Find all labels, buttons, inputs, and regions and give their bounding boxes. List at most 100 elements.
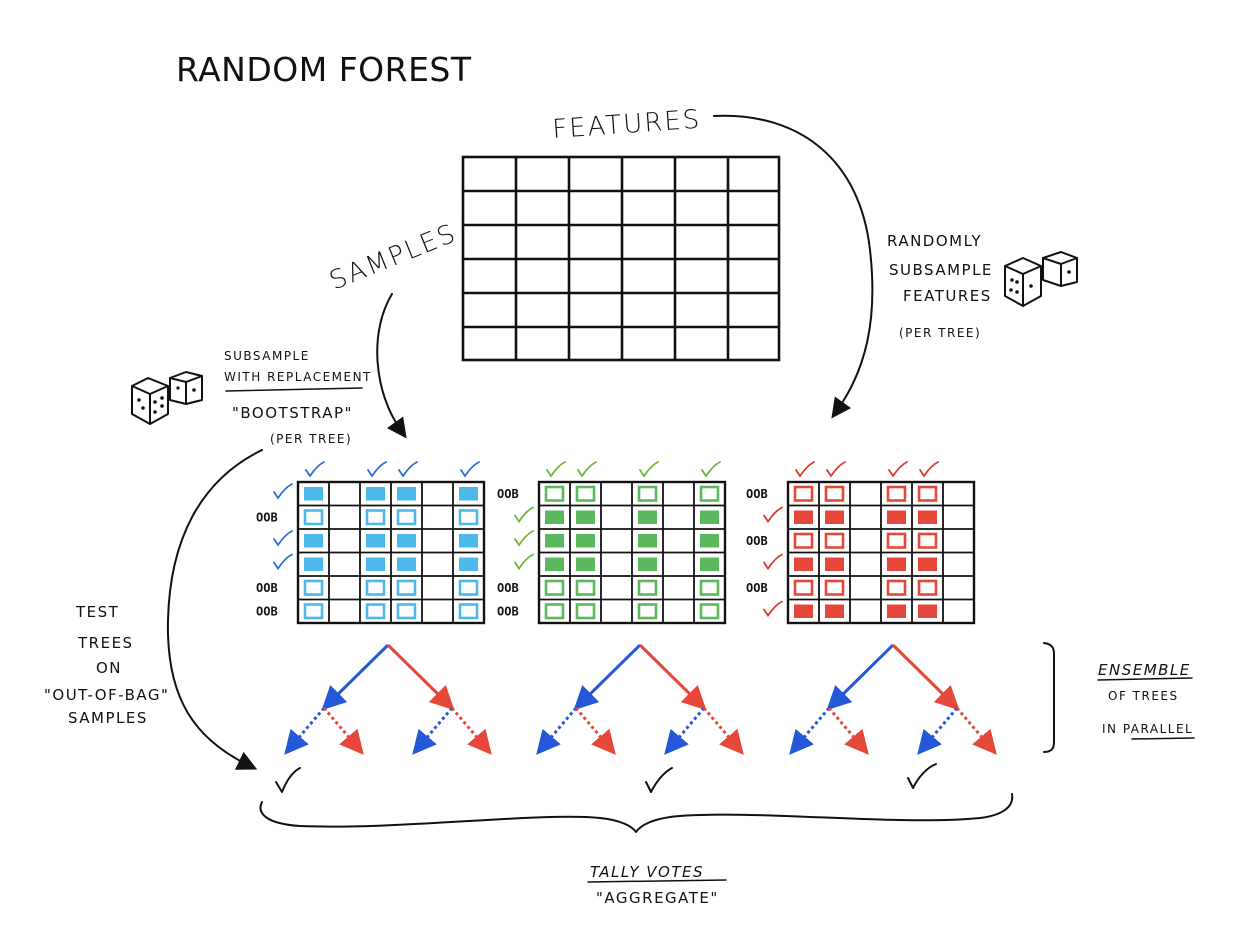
sampled-cell [366,557,385,571]
oob-row-label: OOB [746,581,768,595]
sample-check-icon [514,553,534,571]
tree-leaf-branch [284,707,326,755]
samples-oob-label: SAMPLES [68,709,148,727]
feature-check-icon [888,461,908,478]
oob-cell [396,579,417,596]
sampled-cell [825,510,844,524]
sampled-cell [397,557,416,571]
oob-cell [458,579,479,596]
feature-check-icon [795,461,815,478]
on-label: ON [96,659,122,677]
tree-right-branch [891,643,960,711]
decision-tree-1 [284,643,492,755]
features-right-label: FEATURES [903,287,992,305]
sampled-cell [459,487,478,501]
oob-cell [699,485,720,502]
sampled-cell [700,557,719,571]
ensemble-underline [1097,677,1193,681]
sampled-cell [638,557,657,571]
sample-check-icon [763,506,783,524]
oob-cell [793,532,814,549]
page-title: RANDOM FOREST [176,50,472,89]
features-label: FEATURES [551,105,702,145]
features-arrow [713,114,874,419]
sampled-cell [825,604,844,618]
oob-cell [544,579,565,596]
oob-row-label: OOB [256,605,278,619]
dice-right-icon [1004,251,1078,307]
oob-row-label: OOB [256,581,278,595]
oob-row-label: OOB [497,581,519,595]
sampled-cell [397,487,416,501]
out-of-bag-label: "OUT-OF-BAG" [44,686,169,704]
sample-check-icon [763,600,783,618]
sampled-cell [545,510,564,524]
tree-leaf-branch [664,707,706,755]
sample-check-icon [273,530,293,547]
oob-cell [637,579,658,596]
sampled-cell [700,534,719,548]
oob-cell [917,532,938,549]
tree-leaf-branch [574,707,616,755]
tree-left-branch [573,643,642,711]
sampled-cell [918,557,937,571]
oob-cell [458,603,479,620]
oob-cell [303,603,324,620]
feature-check-icon [701,461,721,478]
sampled-cell [794,604,813,618]
sampled-cell [304,487,323,501]
sampled-cell [887,604,906,618]
oob-cell [544,603,565,620]
sampled-cell [366,487,385,501]
sampled-cell [304,557,323,571]
feature-check-icon [577,461,597,478]
oob-cell [699,579,720,596]
tree-leaf-branch [702,707,744,755]
tree-leaf-branch [917,707,959,755]
sample-check-icon [514,530,534,547]
sampled-cell [459,534,478,548]
oob-row-label: OOB [497,605,519,619]
feature-check-icon [460,461,480,478]
per-tree-right-label: (PER TREE) [899,326,981,340]
sampled-cell [918,604,937,618]
subsample-label: SUBSAMPLE [224,349,310,363]
oob-cell [303,509,324,526]
sample-check-icon [273,483,293,500]
sampled-cell [700,510,719,524]
oob-cell [886,579,907,596]
ensemble-bracket [1043,642,1055,753]
decision-tree-2 [536,643,744,755]
in-parallel-label: IN PARALLEL [1102,722,1193,736]
oob-cell [637,603,658,620]
oob-cell [793,485,814,502]
feature-check-icon [367,461,387,478]
sampled-cell [576,534,595,548]
feature-check-icon [639,461,659,478]
samples-arrow [376,293,407,439]
oob-cell [396,509,417,526]
oob-cell [699,603,720,620]
sampled-cell [366,534,385,548]
sampled-cell [794,510,813,524]
decision-tree-3 [789,643,997,755]
sample-check-icon [273,553,293,571]
vote-check-icon-1 [275,767,301,793]
sample-check-icon [763,553,783,571]
sampled-cell [794,557,813,571]
oob-cell [824,485,845,502]
tree-leaf-branch [412,707,454,755]
oob-cell [886,532,907,549]
dataset-grid [461,155,781,362]
oob-row-label: OOB [497,487,519,501]
oob-cell [303,579,324,596]
sampled-cell [825,557,844,571]
feature-check-icon [305,461,325,478]
tree-leaf-branch [322,707,364,755]
oob-cell [396,603,417,620]
with-replacement-label: WITH REPLACEMENT [224,370,372,384]
subsample-table-green: OOB OOB OOB [497,461,727,625]
tree-left-branch [826,643,895,711]
